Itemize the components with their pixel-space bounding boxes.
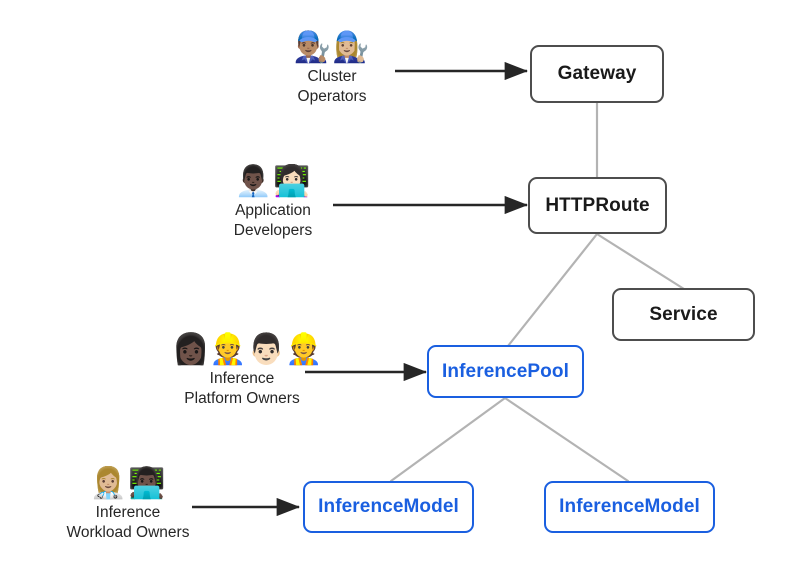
cluster-operators-label: Cluster Operators	[272, 67, 392, 109]
inference-platform-owners-label: Inference Platform Owners	[172, 369, 312, 411]
cluster-operators-emoji: 👨🏽‍🔧👩🏼‍🔧	[293, 30, 371, 65]
actor-application-developers: 👨🏿‍💼👩🏻‍💻 Application Developers	[208, 166, 338, 242]
inference-workload-owners-label-line1: Inference	[95, 503, 161, 521]
edge-httproute-service	[595, 232, 686, 291]
inference-workload-owners-label-line2: Workload Owners	[66, 524, 190, 542]
edge-inferencepool-model1	[389, 396, 507, 483]
actor-cluster-operators: 👨🏽‍🔧👩🏼‍🔧 Cluster Operators	[272, 32, 392, 108]
edge-httproute-inferencepool	[506, 232, 599, 348]
application-developers-label-line2: Developers	[233, 222, 313, 240]
cluster-operators-label-line1: Cluster	[307, 67, 357, 85]
inference-platform-owners-label-line1: Inference	[209, 369, 275, 387]
inference-workload-owners-label: Inference Workload Owners	[54, 503, 202, 545]
actor-inference-platform-owners: 👩🏿‍👷👨🏻‍👷 Inference Platform Owners	[172, 332, 324, 411]
inference-platform-owners-label-line2: Platform Owners	[184, 390, 300, 408]
inference-workload-owners-emoji: 👩🏼‍⚕️👨🏿‍💻	[89, 466, 167, 501]
application-developers-label: Application Developers	[208, 201, 338, 243]
actor-inference-workload-owners: 👩🏼‍⚕️👨🏿‍💻 Inference Workload Owners	[54, 468, 202, 544]
application-developers-label-line1: Application	[235, 201, 311, 219]
node-gateway[interactable]: Gateway	[530, 45, 664, 103]
node-service[interactable]: Service	[612, 288, 755, 341]
node-inferencepool[interactable]: InferencePool	[427, 345, 584, 398]
inference-platform-owners-emoji: 👩🏿‍👷👨🏻‍👷	[172, 332, 324, 367]
edge-inferencepool-model2	[503, 396, 630, 483]
cluster-operators-label-line2: Operators	[297, 88, 367, 106]
application-developers-emoji: 👨🏿‍💼👩🏻‍💻	[234, 164, 312, 199]
node-inferencemodel-1[interactable]: InferenceModel	[303, 481, 474, 533]
node-httproute[interactable]: HTTPRoute	[528, 177, 667, 234]
node-inferencemodel-2[interactable]: InferenceModel	[544, 481, 715, 533]
